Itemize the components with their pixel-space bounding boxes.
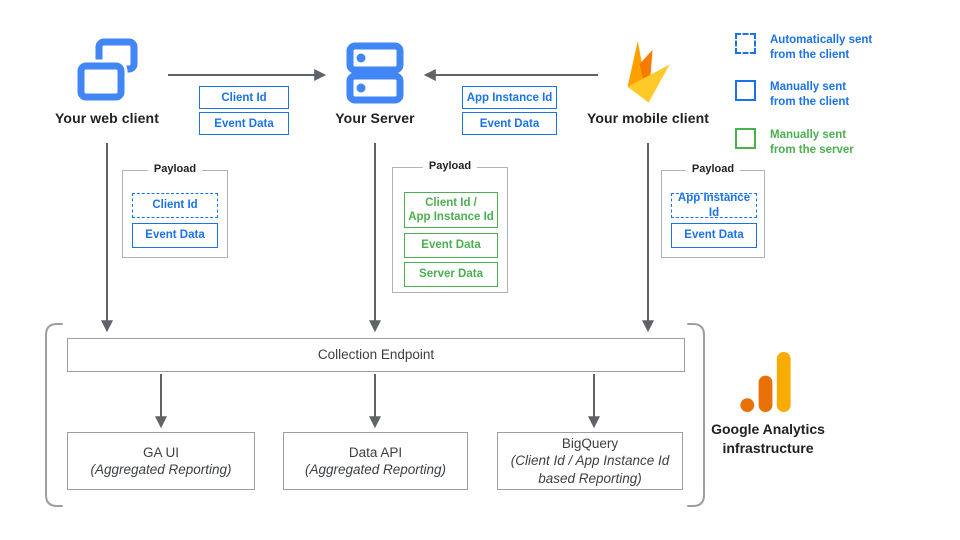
output-bigquery-box: BigQuery (Client Id / App Instance Id ba… [497,432,683,490]
payload-mobile-client: Payload App Instance Id Event Data [661,163,765,258]
param-client-id: Client Id [199,86,289,109]
output-subtitle: (Aggregated Reporting) [90,462,232,477]
collection-endpoint-box: Collection Endpoint [67,338,685,372]
output-title: Data API [348,444,403,460]
payload-server: Payload Client Id / App Instance Id Even… [392,160,508,293]
payload-web-client: Payload Client Id Event Data [122,163,228,258]
param-event-data-web: Event Data [199,112,289,135]
bracket-left [45,323,63,507]
legend-item-manual-client: Manually sent from the client [735,80,872,109]
output-subtitle: (Client Id / App Instance Id based Repor… [510,453,670,486]
server-icon [346,42,404,104]
param-app-instance-id: App Instance Id [462,86,557,109]
payload-item-client-id: Client Id [132,193,218,218]
payload-title: Payload [685,163,741,175]
solid-green-swatch-icon [735,127,756,149]
mobile-client-label: Your mobile client [586,110,710,126]
legend-label: Manually sent from the server [770,128,854,156]
dashed-blue-swatch-icon [735,33,756,54]
payload-item-event-data: Event Data [132,223,218,248]
bracket-right [687,323,705,507]
firebase-icon [627,40,670,103]
solid-blue-swatch-icon [735,80,756,102]
web-client-label: Your web client [55,110,159,126]
google-analytics-infrastructure-label: Google Analytics infrastructure [711,421,825,456]
payload-item-event-data: Event Data [404,233,498,258]
legend: Automatically sent from the client Manua… [735,33,872,157]
server-label: Your Server [335,110,415,126]
payload-title: Payload [147,163,203,175]
output-title: BigQuery [561,436,619,452]
payload-item-app-instance-id: App Instance Id [671,192,757,219]
legend-label: Automatically sent from the client [770,34,873,61]
payload-item-client-or-app-id: Client Id / App Instance Id [404,192,498,228]
output-data-api-box: Data API (Aggregated Reporting) [283,432,468,490]
payload-item-event-data: Event Data [671,223,757,248]
collection-endpoint-label: Collection Endpoint [317,347,435,363]
payload-title: Payload [422,160,478,172]
param-event-data-mobile: Event Data [462,112,557,135]
legend-item-auto-client: Automatically sent from the client [735,33,872,62]
google-analytics-icon [740,351,791,413]
web-client-icon [76,38,138,104]
legend-label: Manually sent from the client [770,81,850,109]
output-subtitle: (Aggregated Reporting) [304,462,447,477]
legend-item-manual-server: Manually sent from the server [735,127,872,157]
output-title: GA UI [142,444,179,460]
payload-item-server-data: Server Data [404,262,498,287]
output-ga-ui-box: GA UI (Aggregated Reporting) [67,432,255,490]
